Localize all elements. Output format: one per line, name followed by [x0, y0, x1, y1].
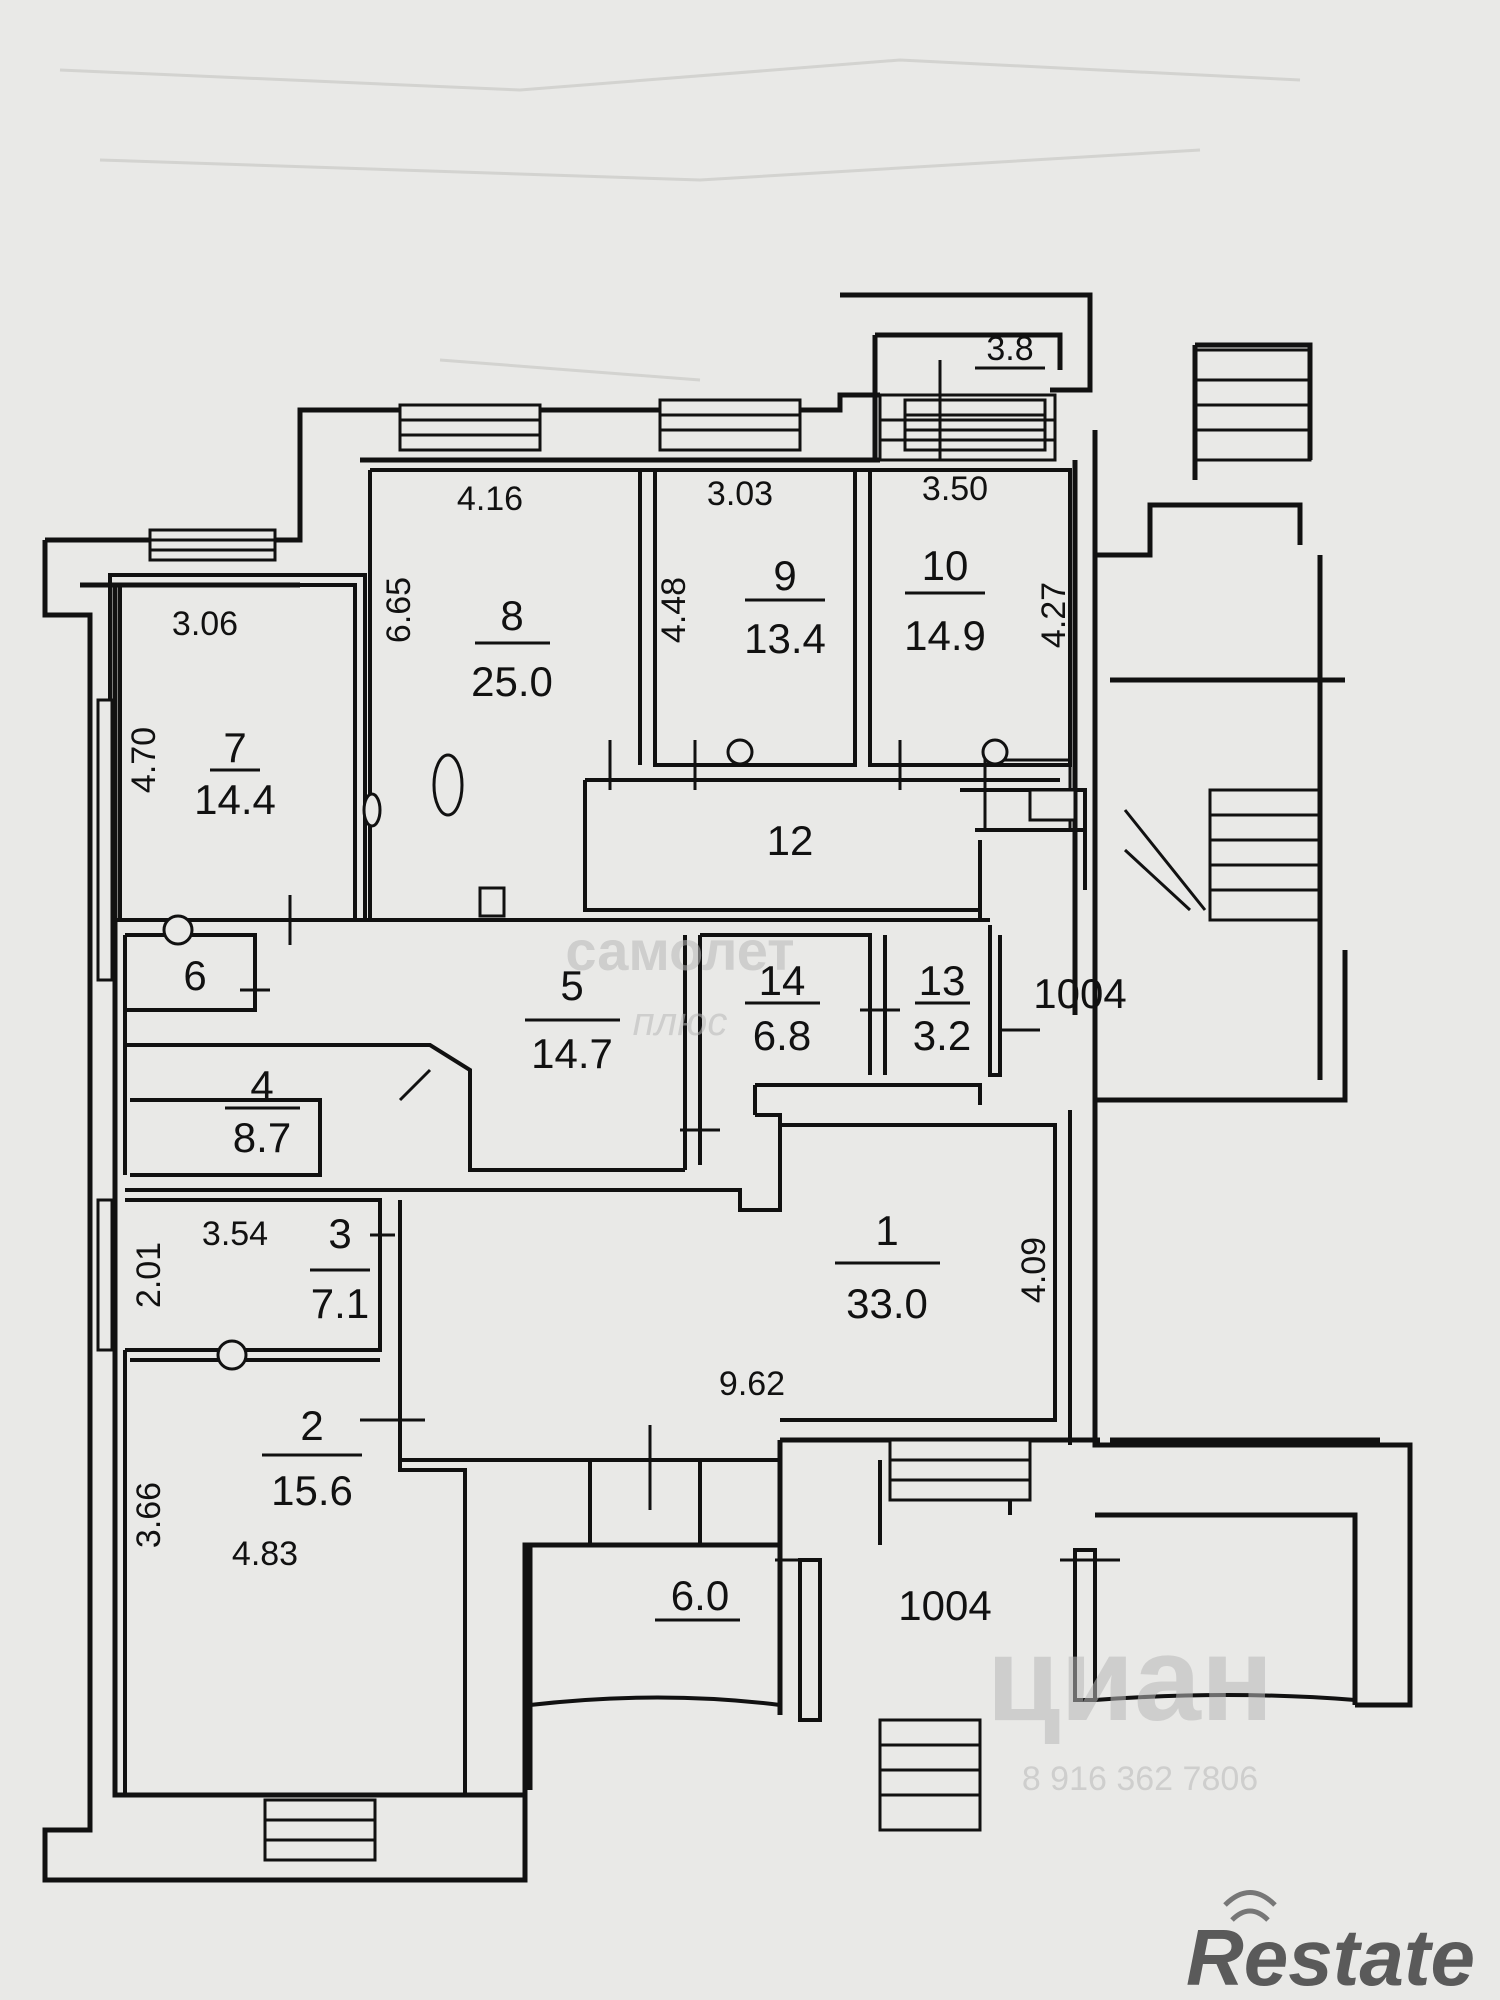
entrance-arc — [529, 1548, 1356, 1722]
watermark-cian: циан — [987, 1612, 1274, 1746]
dimension-labels: 3.06 4.70 4.16 6.65 3.03 4.48 3.50 4.27 … — [125, 470, 1073, 1573]
room-14-number: 14 — [759, 957, 806, 1004]
radiator-icon-4 — [981, 738, 1009, 766]
stair-top-label: 3.8 — [986, 330, 1033, 368]
dim-r9-width: 3.03 — [707, 475, 773, 513]
stairs — [878, 348, 1322, 1832]
dim-r1-height: 4.09 — [1015, 1237, 1053, 1303]
window-room9 — [658, 398, 802, 452]
radiator-icon-2 — [216, 1339, 248, 1371]
dim-r3-height: 2.01 — [130, 1242, 168, 1308]
watermarks: самолет плюс циан 8 916 362 7806 — [565, 919, 1273, 1798]
watermark-samolet: самолет — [565, 919, 794, 982]
room-1-area: 33.0 — [846, 1280, 928, 1327]
room-13-number: 13 — [919, 957, 966, 1004]
dim-r7-height: 4.70 — [125, 727, 163, 793]
window-left-wall — [96, 698, 114, 1352]
area-1004-top: 1004 — [1033, 970, 1126, 1017]
radiator-icon-3 — [726, 738, 754, 766]
room-4-area: 8.7 — [233, 1114, 291, 1161]
dim-r7-width: 3.06 — [172, 605, 238, 643]
window-room8 — [398, 403, 542, 452]
room-8-number: 8 — [500, 592, 523, 639]
room-4-number: 4 — [250, 1062, 273, 1109]
windows — [96, 398, 1047, 1862]
fixture-room8-2 — [362, 792, 382, 828]
room-2-area: 15.6 — [271, 1467, 353, 1514]
room-3-number: 3 — [328, 1210, 351, 1257]
dim-r8-width: 4.16 — [457, 480, 523, 518]
fixtures — [162, 738, 1077, 1371]
room-8-area: 25.0 — [471, 658, 553, 705]
window-bottom-right — [888, 1438, 1032, 1502]
porch-area: 6.0 — [671, 1572, 729, 1619]
fixture-room8 — [432, 753, 464, 817]
window-bottom-left — [263, 1798, 377, 1862]
room-6-number: 6 — [183, 952, 206, 999]
area-1004-bottom: 1004 — [898, 1582, 991, 1629]
dim-r2-height: 3.66 — [130, 1482, 168, 1548]
dim-r10-width: 3.50 — [922, 470, 988, 508]
logo-text: Restate — [1186, 1913, 1475, 2000]
dim-r2-width: 4.83 — [232, 1535, 298, 1573]
window-room10 — [903, 398, 1047, 452]
room-7-number: 7 — [223, 724, 246, 771]
room-13-area: 3.2 — [913, 1012, 971, 1059]
room-10-number: 10 — [922, 542, 969, 589]
stair-right — [1123, 788, 1322, 922]
room-5-area: 14.7 — [531, 1030, 613, 1077]
room-5-number: 5 — [560, 962, 583, 1009]
paper-texture — [59, 58, 1301, 382]
dim-r8-height: 6.65 — [380, 577, 418, 643]
door-marks — [240, 740, 1120, 1562]
watermark-cian-phone: 8 916 362 7806 — [1022, 1760, 1258, 1798]
radiator-icon — [162, 914, 194, 946]
room-labels: 7 14.4 8 25.0 9 13.4 10 14.9 12 6 5 14.7… — [183, 330, 1126, 1629]
window-top-left — [148, 528, 277, 562]
stair-entrance — [878, 1718, 982, 1832]
room-9-number: 9 — [773, 552, 796, 599]
room-7-area: 14.4 — [194, 776, 276, 823]
dim-r1-width: 9.62 — [719, 1365, 785, 1403]
room-3-area: 7.1 — [311, 1280, 369, 1327]
stair-right-top — [1193, 348, 1312, 462]
sink-icon — [1028, 788, 1077, 822]
dim-r3-width: 3.54 — [202, 1215, 268, 1253]
room-1-number: 1 — [875, 1207, 898, 1254]
stair-top — [878, 360, 1057, 462]
watermark-samolet-sub: плюс — [633, 1000, 728, 1044]
room-9-area: 13.4 — [744, 615, 826, 662]
room-10-area: 14.9 — [904, 612, 986, 659]
room-14-area: 6.8 — [753, 1012, 811, 1059]
dim-r10-height: 4.27 — [1035, 582, 1073, 648]
room-2-number: 2 — [300, 1402, 323, 1449]
logo-signal-icon — [1223, 1890, 1277, 1907]
room-12-number: 12 — [767, 817, 814, 864]
restate-logo: Restate — [1186, 1890, 1475, 2000]
vent-box — [478, 886, 506, 918]
dim-r9-height: 4.48 — [655, 577, 693, 643]
